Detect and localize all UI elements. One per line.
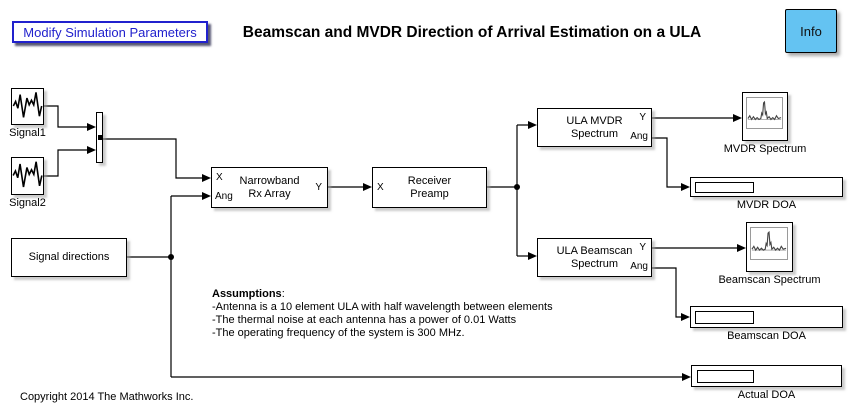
mux-output-port bbox=[98, 135, 103, 140]
port-label-ang: Ang bbox=[630, 131, 648, 142]
block-label-line1: ULA Beamscan bbox=[556, 244, 633, 257]
actual-doa-display-block[interactable]: Actual DOA bbox=[691, 365, 842, 401]
mvdr-doa-display-block[interactable]: MVDR DOA bbox=[690, 177, 843, 211]
block-label-line1: ULA MVDR bbox=[566, 114, 623, 127]
block-label-line2: Spectrum bbox=[570, 257, 619, 270]
ula-beamscan-spectrum-block[interactable]: Y Ang ULA Beamscan Spectrum bbox=[537, 238, 652, 277]
beamscan-spectrum-scope-block[interactable]: Beamscan Spectrum bbox=[718, 222, 821, 286]
assumption-line: -Antenna is a 10 element ULA with half w… bbox=[212, 301, 553, 313]
beamscan-doa-display-block[interactable]: Beamscan DOA bbox=[690, 306, 843, 342]
block-label-line2: Rx Array bbox=[248, 187, 291, 200]
block-label: Actual DOA bbox=[737, 389, 796, 401]
block-label: MVDR DOA bbox=[736, 199, 797, 211]
assumptions-colon: : bbox=[281, 288, 285, 300]
display-value-field bbox=[695, 182, 754, 193]
assumptions-annotation: Assumptions: -Antenna is a 10 element UL… bbox=[212, 288, 553, 340]
block-label-line2: Preamp bbox=[410, 187, 449, 200]
copyright-annotation: Copyright 2014 The Mathworks Inc. bbox=[20, 391, 194, 403]
mux-block[interactable] bbox=[96, 112, 103, 163]
block-label-line1: Receiver bbox=[407, 174, 452, 187]
mvdr-spectrum-scope-block[interactable]: MVDR Spectrum bbox=[724, 92, 806, 155]
waveform-icon bbox=[12, 92, 43, 118]
block-label: Signal2 bbox=[9, 197, 46, 209]
ula-mvdr-spectrum-block[interactable]: Y Ang ULA MVDR Spectrum bbox=[537, 108, 652, 147]
junction-dots bbox=[168, 184, 520, 260]
port-label-x: X bbox=[216, 172, 223, 183]
port-label-y: Y bbox=[639, 242, 646, 253]
waveform-icon bbox=[12, 161, 43, 188]
display-value-field bbox=[697, 370, 754, 383]
port-label-y: Y bbox=[639, 112, 646, 123]
signal1-source-block[interactable]: Signal1 bbox=[9, 88, 46, 139]
block-label: Signal directions bbox=[28, 251, 110, 263]
block-label-line2: Spectrum bbox=[570, 127, 619, 140]
port-label-ang: Ang bbox=[630, 261, 648, 272]
block-label: Beamscan Spectrum bbox=[718, 274, 821, 286]
block-label-line1: Narrowband bbox=[239, 174, 300, 187]
port-label-ang: Ang bbox=[215, 191, 233, 202]
narrowband-rx-array-block[interactable]: X Ang Y Narrowband Rx Array bbox=[211, 167, 328, 208]
assumptions-title: Assumptions bbox=[212, 288, 282, 300]
block-label: Signal1 bbox=[9, 127, 46, 139]
spectrum-icon bbox=[747, 100, 782, 121]
spectrum-icon bbox=[751, 230, 787, 252]
signal2-source-block[interactable]: Signal2 bbox=[9, 157, 46, 209]
page-title: Beamscan and MVDR Direction of Arrival E… bbox=[242, 24, 702, 41]
signal-directions-block[interactable]: Signal directions bbox=[11, 238, 127, 277]
port-label-x: X bbox=[377, 181, 384, 193]
info-button[interactable]: Info bbox=[785, 9, 837, 53]
block-label: Beamscan DOA bbox=[727, 330, 806, 342]
port-label-y: Y bbox=[315, 181, 322, 193]
receiver-preamp-block[interactable]: X Receiver Preamp bbox=[372, 167, 487, 208]
assumption-line: -The operating frequency of the system i… bbox=[212, 327, 465, 339]
display-value-field bbox=[695, 311, 754, 324]
modify-simulation-parameters-button[interactable]: Modify Simulation Parameters bbox=[12, 21, 208, 43]
block-label: MVDR Spectrum bbox=[723, 143, 807, 155]
assumption-line: -The thermal noise at each antenna has a… bbox=[212, 314, 517, 326]
arrowheads bbox=[87, 114, 746, 381]
